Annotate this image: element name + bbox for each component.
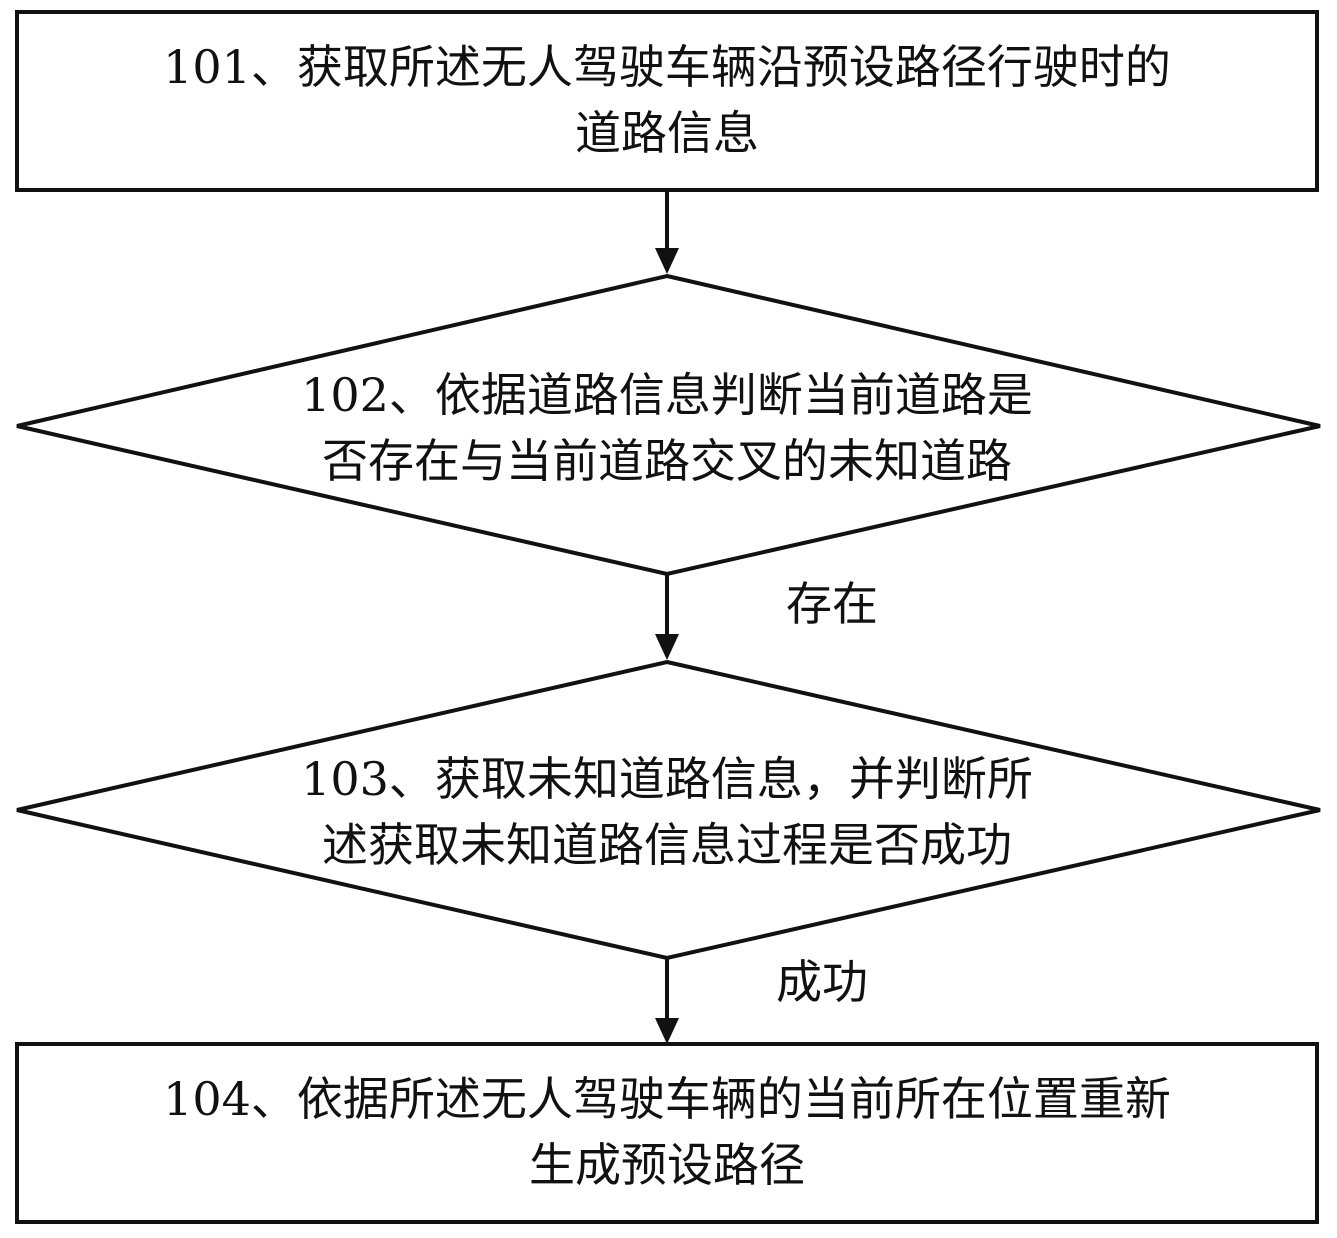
arrowhead-102-to-103 [655, 634, 679, 660]
step-104-box [15, 1042, 1319, 1224]
step-104-text: 104、依据所述无人驾驶车辆的当前所在位置重新 生成预设路径 [17, 1066, 1317, 1198]
step-104-line-1: 104、依据所述无人驾驶车辆的当前所在位置重新 [163, 1072, 1171, 1126]
arrowhead-101-to-102 [655, 248, 679, 274]
step-102-line-2: 否存在与当前道路交叉的未知道路 [322, 434, 1012, 488]
step-101-box [15, 10, 1319, 192]
step-101-line-1: 101、获取所述无人驾驶车辆沿预设路径行驶时的 [163, 40, 1171, 94]
step-101-text: 101、获取所述无人驾驶车辆沿预设路径行驶时的 道路信息 [17, 34, 1317, 166]
step-101-line-2: 道路信息 [575, 106, 759, 160]
step-104-line-2: 生成预设路径 [529, 1138, 805, 1192]
step-102-line-1: 102、依据道路信息判断当前道路是 [301, 368, 1033, 422]
step-103-text: 103、获取未知道路信息，并判断所 述获取未知道路信息过程是否成功 [17, 746, 1317, 878]
step-103-line-2: 述获取未知道路信息过程是否成功 [322, 818, 1012, 872]
step-102-text: 102、依据道路信息判断当前道路是 否存在与当前道路交叉的未知道路 [17, 362, 1317, 494]
arrowhead-103-to-104 [655, 1018, 679, 1044]
edge-label-success: 成功 [776, 955, 868, 1009]
step-103-line-1: 103、获取未知道路信息，并判断所 [301, 752, 1033, 806]
edge-label-exists: 存在 [786, 577, 878, 631]
